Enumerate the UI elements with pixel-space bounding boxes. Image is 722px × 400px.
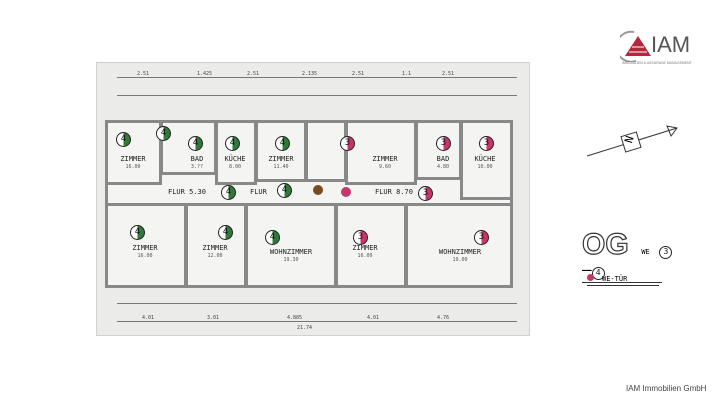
- dimension: 4.01: [367, 315, 380, 321]
- unit-badge-4: 4: [225, 136, 240, 151]
- unit-badge-4: 4: [130, 225, 145, 240]
- logo-text: IAM: [651, 32, 691, 57]
- dimension: 2.51: [137, 71, 150, 77]
- unit-badge-4: 4: [277, 183, 292, 198]
- logo: IAM IMMOBILIEN & ASSURANZ MANAGEMENT: [618, 28, 718, 68]
- dimension: 1.425: [197, 71, 213, 77]
- unit-badge-3: 3: [479, 136, 494, 151]
- room-flur: FLUR 8.70: [375, 188, 413, 196]
- unit-badge-4: 4: [188, 136, 203, 151]
- dimension: 2.51: [442, 71, 455, 77]
- room-wall: [105, 120, 162, 185]
- dimension: 4.76: [437, 315, 450, 321]
- door-label: WE-TÜR: [602, 275, 628, 283]
- logo-tagline: IMMOBILIEN & ASSURANZ MANAGEMENT: [622, 61, 692, 65]
- unit-badge-3: 3: [436, 136, 451, 151]
- unit-circle-3: 3: [659, 246, 673, 259]
- dimension-line: [117, 321, 517, 322]
- dimension-total: 21.74: [297, 325, 313, 331]
- unit-door-marker: [341, 187, 351, 197]
- room-wall: [185, 203, 247, 288]
- legend-door: WE-TÜR: [587, 274, 659, 286]
- room-wall: [345, 120, 417, 185]
- door-marker: [313, 185, 323, 195]
- door-dot-icon: [587, 274, 594, 281]
- unit-badge-4: 4: [221, 185, 236, 200]
- dimension: 1.1: [402, 71, 412, 77]
- divider: [582, 282, 662, 283]
- logo-mark-icon: [620, 30, 651, 62]
- room-wall: [215, 120, 257, 185]
- stairwell: [305, 120, 347, 182]
- unit-badge-3: 3: [418, 186, 433, 201]
- north-arrow-icon: [586, 125, 678, 157]
- dimension: 2.51: [247, 71, 260, 77]
- legend: OG WE 3–4: [581, 228, 682, 283]
- room-flur: FLUR: [250, 188, 267, 196]
- unit-badge-4: 4: [218, 225, 233, 240]
- dimension: 3.01: [207, 315, 220, 321]
- dimension: 2.135: [302, 71, 318, 77]
- dimension-line: [117, 77, 517, 78]
- unit-badge-3: 3: [353, 230, 368, 245]
- dimension-line: [117, 95, 517, 96]
- units-label: WE: [641, 248, 650, 256]
- unit-badge-4: 4: [265, 230, 280, 245]
- room-wall: [245, 203, 337, 288]
- dimension: 4.885: [287, 315, 303, 321]
- floor-label: OG: [581, 228, 629, 261]
- unit-badge-4: 4: [156, 126, 171, 141]
- unit-badge-4: 4: [275, 136, 290, 151]
- dimension-line: [117, 303, 517, 304]
- unit-badge-3: 3: [340, 136, 355, 151]
- room-wall: [460, 120, 513, 200]
- unit-circle-4: 4: [591, 267, 605, 280]
- unit-badge-4: 4: [116, 132, 131, 147]
- footer-company: IAM Immobilien GmbH: [626, 384, 707, 393]
- room-flur: FLUR 5.30: [168, 188, 206, 196]
- dimension: 2.51: [352, 71, 365, 77]
- unit-badge-3: 3: [474, 230, 489, 245]
- dimension: 4.01: [142, 315, 155, 321]
- room-wall: [255, 120, 307, 182]
- room-wall: [405, 203, 513, 288]
- room-wall: [335, 203, 407, 288]
- room-wall: [415, 120, 462, 180]
